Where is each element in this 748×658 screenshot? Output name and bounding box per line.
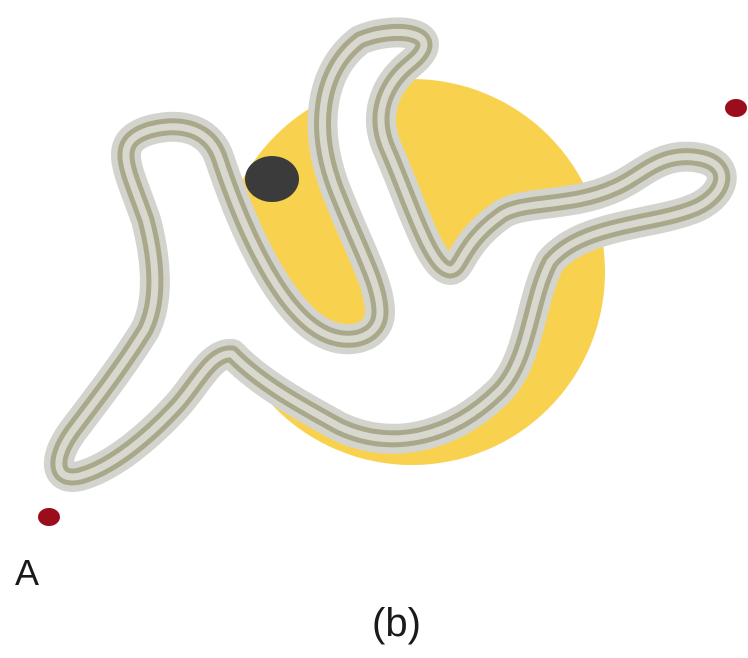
figure-caption: (b) bbox=[372, 603, 421, 643]
dark-dot bbox=[245, 156, 299, 202]
point-a-label: A bbox=[15, 555, 39, 591]
point-a-marker bbox=[38, 508, 60, 526]
winding-channel bbox=[59, 32, 722, 477]
top-right-marker bbox=[725, 99, 747, 117]
